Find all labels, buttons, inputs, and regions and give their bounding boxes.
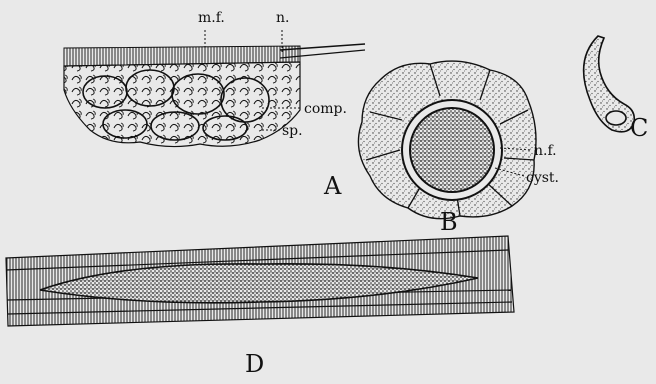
panel-d xyxy=(6,236,514,326)
label-n: n. xyxy=(276,10,289,26)
panel-label-d: D xyxy=(245,350,264,378)
panel-a xyxy=(64,30,365,147)
panel-label-c: C xyxy=(630,114,648,142)
label-mf: m.f. xyxy=(198,10,225,26)
panel-label-a: A xyxy=(323,172,342,200)
panel-label-b: B xyxy=(440,208,458,236)
panel-c xyxy=(584,36,635,132)
label-comp: comp. xyxy=(304,101,347,117)
panel-b-cyst xyxy=(410,108,494,192)
panel-c-vacuole xyxy=(606,111,626,125)
label-sp: sp. xyxy=(282,123,303,139)
label-nf: n.f. xyxy=(534,143,557,159)
label-cyst: cyst. xyxy=(526,170,559,186)
panel-b xyxy=(358,61,536,219)
panel-a-tissue-body xyxy=(64,62,300,147)
